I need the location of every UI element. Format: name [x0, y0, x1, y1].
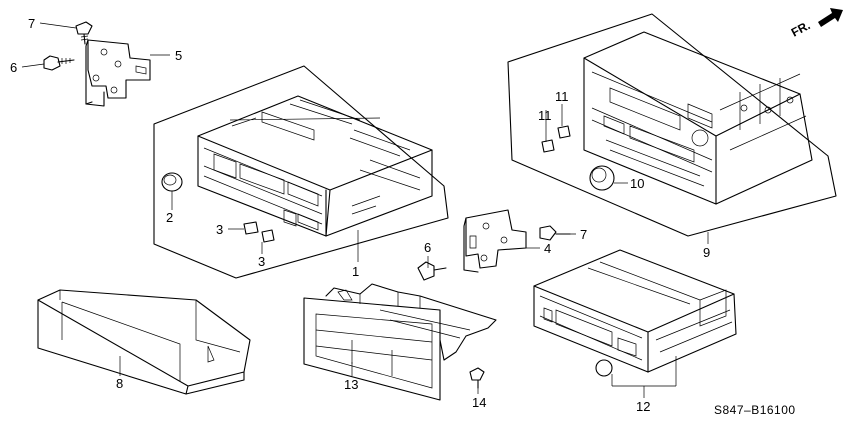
callout-4: 4	[544, 241, 551, 256]
knob-12	[595, 359, 613, 377]
leader-lines	[21, 22, 709, 398]
knob-3-lower	[261, 229, 275, 243]
callout-1: 1	[352, 264, 359, 279]
front-direction-label: FR.	[789, 18, 813, 39]
callout-9: 9	[703, 245, 710, 260]
knob-3-upper	[243, 221, 259, 235]
callout-10: 10	[630, 176, 644, 191]
front-arrow-icon	[818, 8, 843, 27]
audio-unit-12	[533, 249, 737, 373]
callout-11-left: 11	[538, 108, 552, 123]
callout-11-right: 11	[555, 89, 569, 104]
callout-12: 12	[636, 399, 650, 414]
screw-6-middle	[417, 261, 447, 281]
audio-unit-9	[583, 31, 813, 205]
assembly-frame-1	[153, 65, 449, 279]
screw-7-top-left	[75, 21, 93, 45]
knob-2	[161, 172, 183, 192]
audio-unit-1	[197, 95, 433, 237]
knob-10	[589, 165, 615, 191]
callout-14: 14	[472, 395, 486, 410]
callout-7-middle: 7	[580, 227, 587, 242]
knob-11-right	[557, 125, 571, 139]
screw-7-middle	[539, 225, 571, 241]
callout-3-lower: 3	[258, 254, 265, 269]
callout-7-top-left: 7	[28, 16, 35, 31]
mounting-bracket-4	[463, 209, 527, 273]
callout-5: 5	[175, 48, 182, 63]
screw-14	[469, 367, 485, 389]
diagram-code: S847‒B16100	[714, 403, 796, 417]
callout-6-top-left: 6	[10, 60, 17, 75]
front-direction-indicator: FR.	[789, 8, 843, 40]
callout-13: 13	[344, 377, 358, 392]
callout-labels: 7 6 5 2 3 3 1 6 4 7 11 11 10 9 8 13 14 1…	[10, 16, 710, 414]
screw-6-top-left	[43, 55, 75, 71]
callout-3-upper: 3	[216, 222, 223, 237]
mounting-bracket-left	[85, 39, 151, 107]
callout-2: 2	[166, 210, 173, 225]
callout-6-middle: 6	[424, 240, 431, 255]
assembly-frame-9	[507, 13, 837, 237]
knob-11-left	[541, 139, 555, 153]
callout-8: 8	[116, 376, 123, 391]
bezel-13	[303, 283, 497, 401]
pocket-8	[37, 289, 251, 395]
